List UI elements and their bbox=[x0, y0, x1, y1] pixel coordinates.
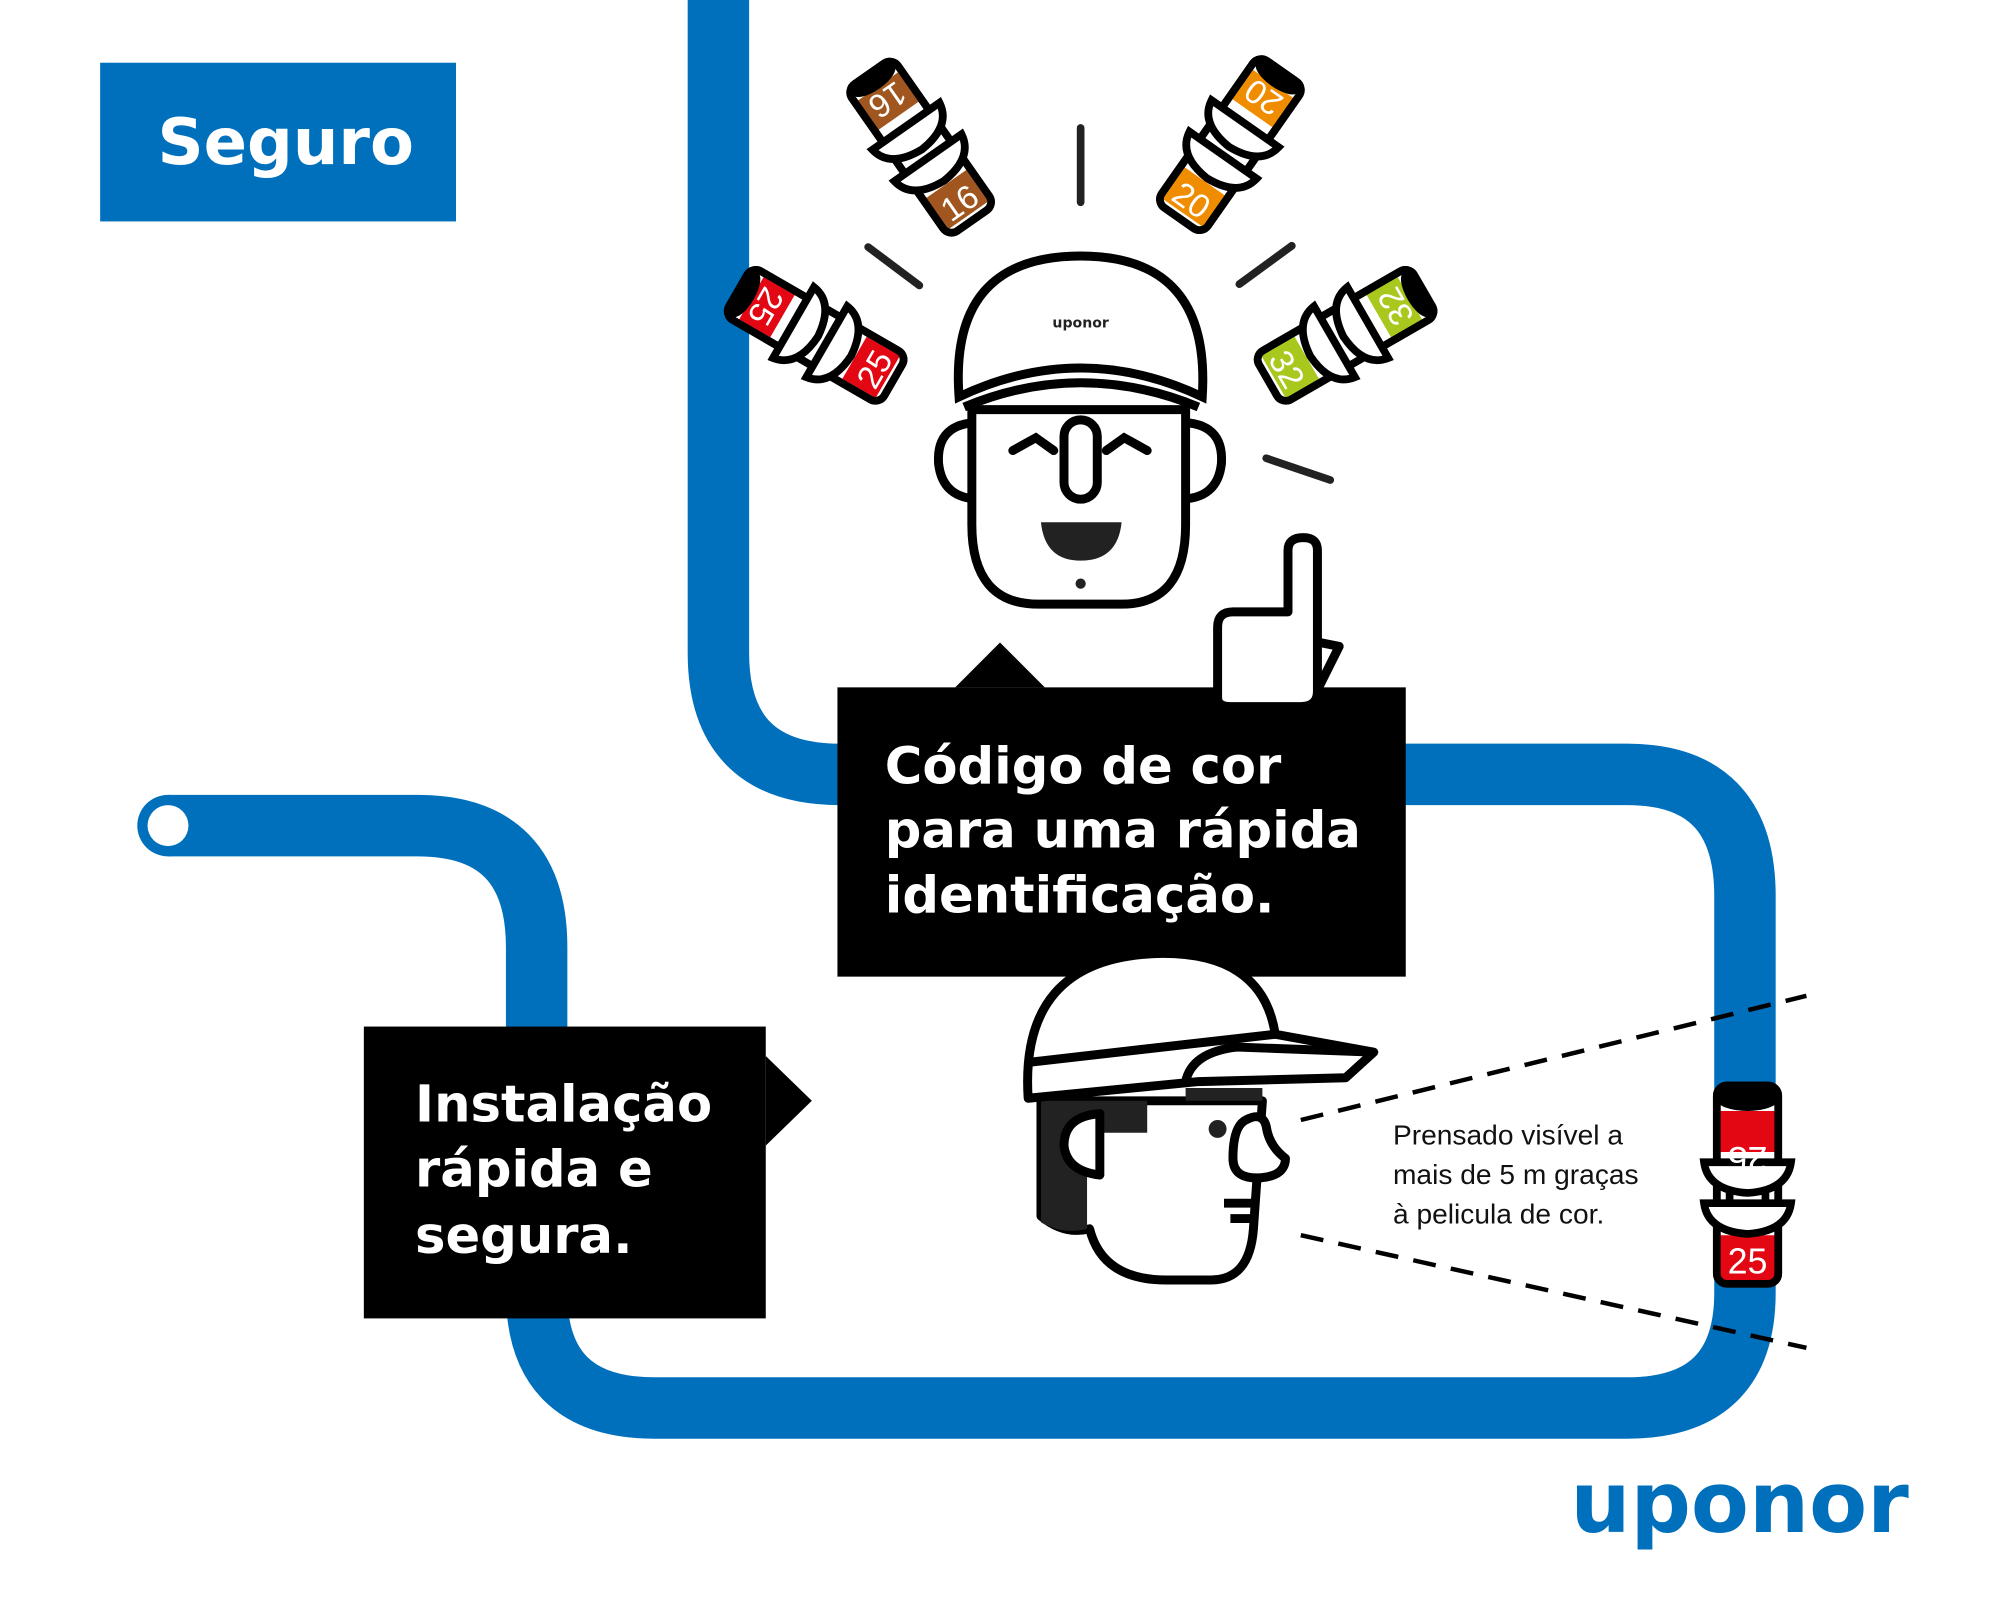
inspecting-installer-face bbox=[1023, 949, 1379, 1285]
sight-lines bbox=[1300, 993, 1807, 1351]
size-label-inverted: 25 bbox=[1728, 1139, 1768, 1179]
note-line: Prensado visível a bbox=[1393, 1119, 1623, 1150]
install-callout: Instalação rápida e segura. bbox=[363, 1026, 812, 1319]
callout-line: Instalação bbox=[415, 1074, 712, 1134]
inspected-fitting-icon: 25 25 bbox=[1699, 1081, 1796, 1288]
uponor-logo: uponor bbox=[1570, 1454, 1909, 1552]
callout-line: identificação. bbox=[885, 866, 1275, 926]
happy-installer-face: uponor bbox=[934, 251, 1226, 609]
note-line: à pelicula de cor. bbox=[1393, 1199, 1604, 1230]
idea-rays bbox=[864, 124, 1335, 484]
title-badge-label: Seguro bbox=[158, 106, 414, 180]
callout-line: rápida e bbox=[415, 1140, 653, 1200]
blue-pipe bbox=[168, 0, 1776, 1439]
callout-line: Código de cor bbox=[885, 736, 1282, 796]
press-note: Prensado visível a mais de 5 m graças à … bbox=[1393, 1119, 1647, 1229]
callout-line: para uma rápida bbox=[885, 800, 1361, 860]
note-line: mais de 5 m graças bbox=[1393, 1159, 1639, 1190]
pointing-hand-icon bbox=[1213, 533, 1344, 712]
svg-text:Instalação rápida e: Instalação rápida e segura. bbox=[415, 1074, 730, 1266]
title-badge: Seguro bbox=[100, 62, 456, 222]
color-code-callout: Código de cor para uma rápida identifica… bbox=[837, 642, 1406, 977]
svg-text:Código de cor para uma r: Código de cor para uma rápida identifica… bbox=[885, 736, 1379, 925]
callout-line: segura. bbox=[415, 1206, 632, 1266]
size-label: 25 bbox=[1728, 1242, 1768, 1282]
cap-logo: uponor bbox=[1052, 316, 1108, 332]
